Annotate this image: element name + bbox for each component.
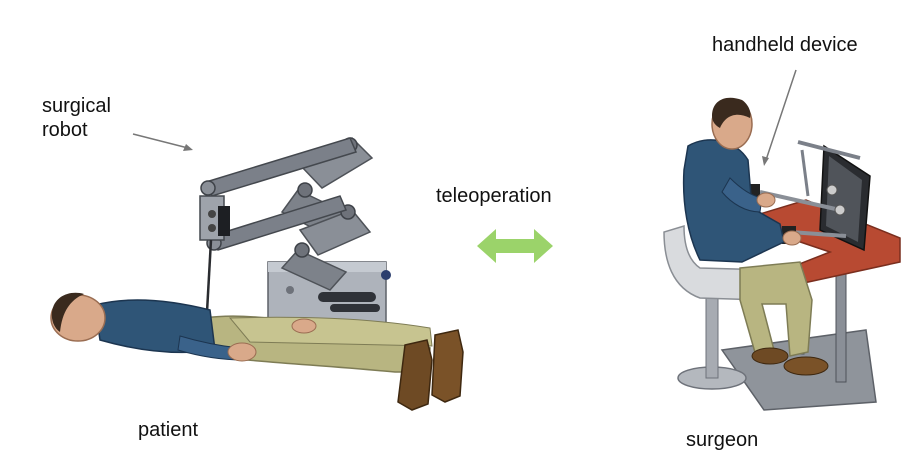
robot-pointer-arrow [132,133,193,151]
surgeon-station [663,97,901,411]
surgical-robot-label: surgical robot [42,95,111,141]
surgeon-label: surgeon [686,429,759,451]
teleoperation-label: teleoperation [436,185,552,207]
robot-instrument-shaft [205,239,213,313]
handheld-device-label: handheld device [712,34,858,56]
teleoperation-arrow-icon [477,229,553,263]
surgical-robot [199,137,391,327]
patient-figure [50,292,464,411]
surgeon-legs [739,261,813,357]
patient-label: patient [138,419,199,441]
handheld-pointer-arrow [762,69,797,166]
